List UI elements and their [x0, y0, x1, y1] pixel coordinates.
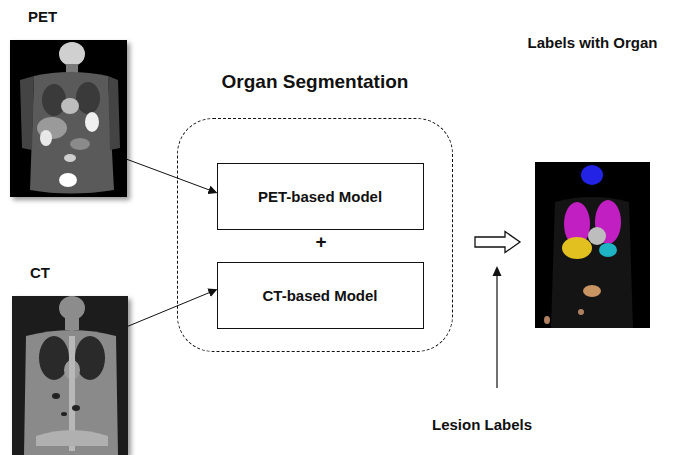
ct-image-frame: CT	[12, 296, 128, 455]
process-box: PET-based Model	[217, 163, 424, 230]
arrow-connector	[128, 290, 217, 327]
output-image-frame: Labels with Organ	[535, 162, 650, 328]
plus-sign: +	[315, 231, 326, 253]
process-box: CT-based Model	[217, 262, 424, 329]
node-heading: Labels with Organ	[527, 34, 657, 51]
arrow-line	[496, 275, 497, 388]
pet-image-frame: PET	[10, 40, 127, 197]
input-label: Lesion Labels	[432, 416, 532, 433]
node-heading: PET	[28, 8, 57, 25]
box-label: CT-based Model	[262, 287, 377, 304]
organ-label-map	[535, 162, 650, 328]
arrow-connector	[127, 159, 217, 192]
node-heading: CT	[30, 264, 50, 281]
pet-scan	[10, 40, 127, 197]
arrow-head	[493, 266, 502, 276]
hollow-arrow	[475, 232, 520, 253]
dashed-group: Organ SegmentationPET-based ModelCT-base…	[177, 118, 453, 352]
node-heading: Organ Segmentation	[222, 71, 409, 93]
box-label: PET-based Model	[258, 188, 382, 205]
ct-scan	[12, 296, 128, 455]
